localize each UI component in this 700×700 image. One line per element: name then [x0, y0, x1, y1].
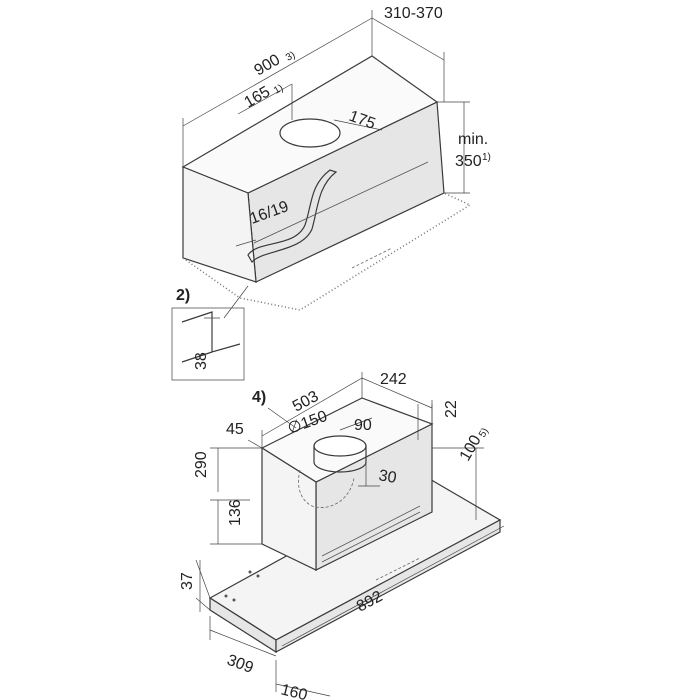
vent-lines [321, 505, 421, 563]
dim-side-offset: 45 [226, 421, 244, 438]
dim-width: 900 [252, 51, 284, 79]
duct-opening [279, 118, 341, 148]
duct-hidden [298, 469, 355, 508]
dim-panel-depth: 309 [225, 652, 256, 677]
detail-view: 2) 38 [171, 287, 245, 381]
dim-height-value: 350 [455, 153, 482, 170]
detail-value: 38 [193, 352, 210, 370]
body-front-face [261, 446, 317, 571]
control-strip-bottom [375, 557, 421, 581]
mounting-outline-top [182, 192, 472, 311]
dim-height-note: 1) [482, 152, 491, 163]
dim-duct-offset-note: 1) [272, 83, 285, 97]
bottom-ref: 4) [252, 389, 266, 406]
dim-height-total: 290 [193, 451, 210, 478]
detail-leader [223, 285, 249, 319]
detail-ref: 2) [176, 287, 190, 304]
front-cutaway [247, 169, 338, 264]
dim-duct-offset: 165 [242, 83, 274, 111]
dim-height-label: min. [458, 131, 488, 148]
dim-duct-inset: 30 [377, 467, 398, 487]
duct-collar-top [313, 435, 367, 457]
dim-panel-height: 37 [179, 572, 196, 590]
dim-height-lower: 136 [227, 499, 244, 526]
hood-front-face [182, 166, 257, 283]
detail-frame [171, 307, 245, 381]
inner-panel-line [253, 161, 429, 244]
dim-depth: 310-370 [384, 5, 443, 22]
dim-front-depth: 160 [279, 681, 309, 700]
dim-body-depth: 242 [380, 371, 407, 388]
control-strip [351, 247, 393, 269]
detail-profile [181, 311, 241, 363]
dim-front-height-note: 5) [477, 426, 491, 439]
duct-collar-side [313, 446, 367, 462]
dim-rear-gap: 22 [443, 400, 460, 418]
bottom-view: 4) 503 242 22 45 ∅150 90 290 136 30 100 … [179, 371, 505, 700]
top-view: 900 3) 310-370 165 1) 175 min. 350 1) 16… [181, 5, 491, 319]
duct-collar-bottom [313, 461, 367, 473]
dim-duct-offset: 90 [354, 417, 372, 434]
